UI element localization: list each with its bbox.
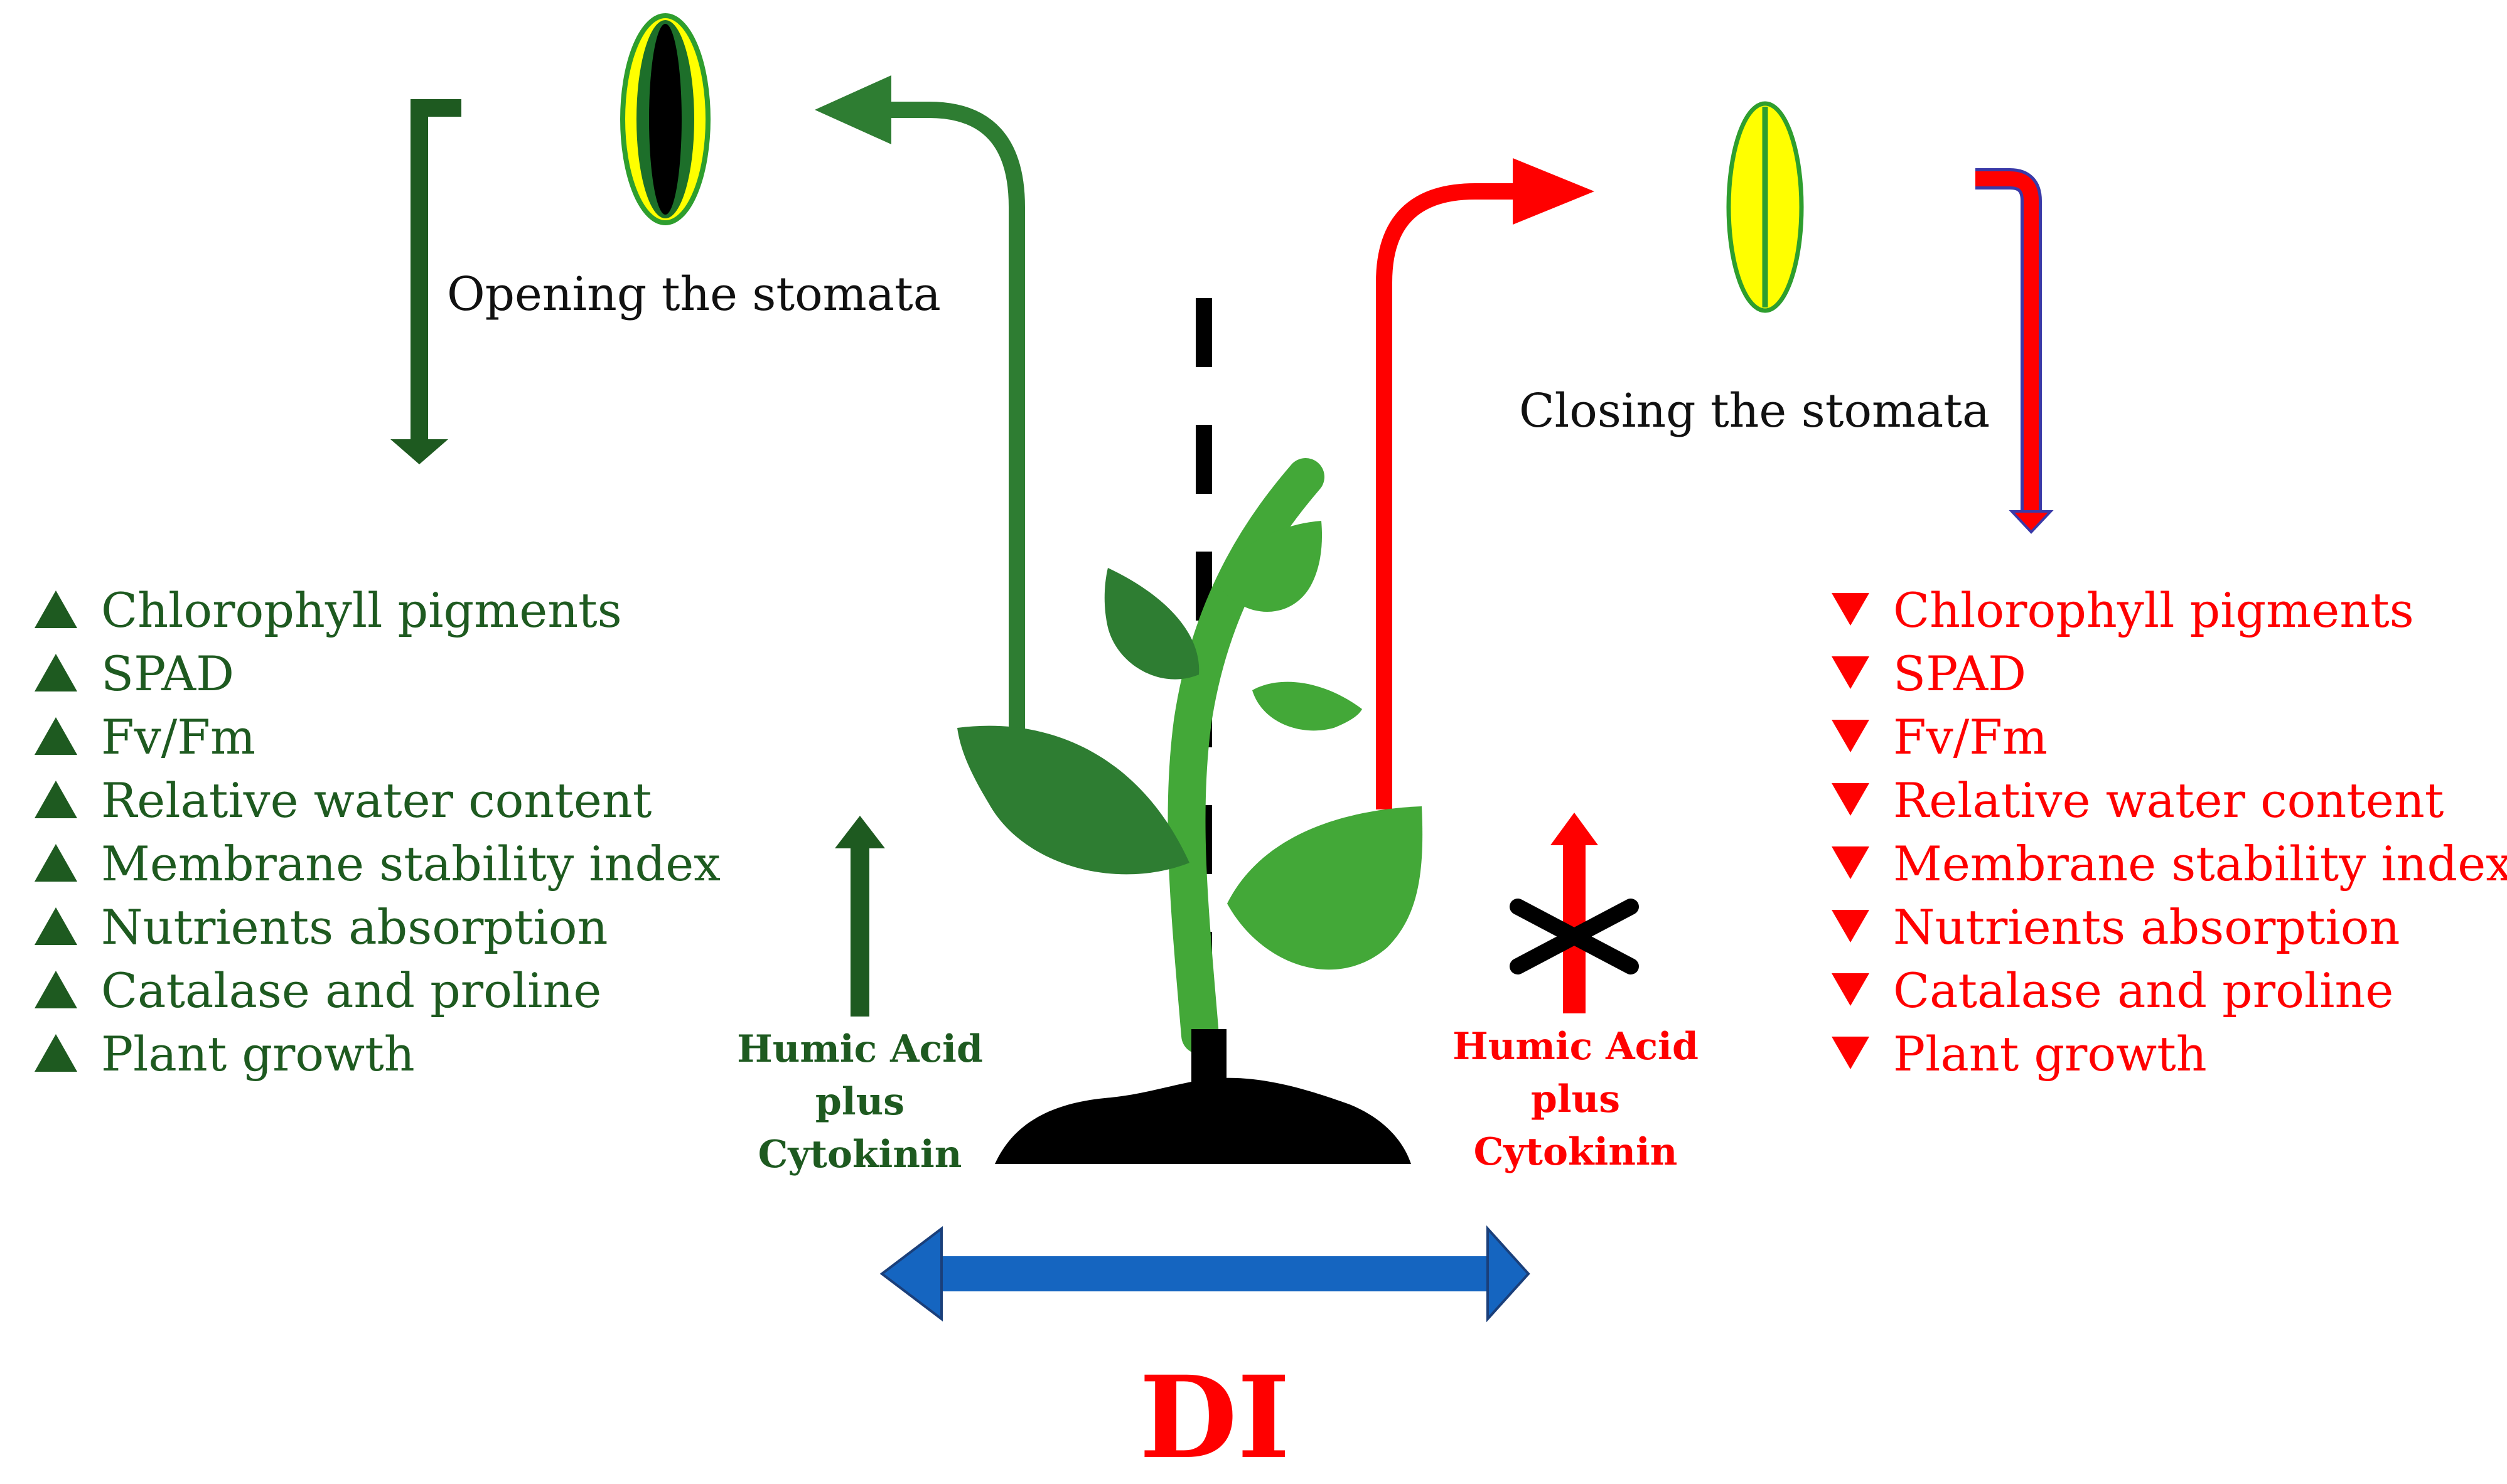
triangle-up-icon: [35, 907, 77, 945]
effect-label: Plant growth: [101, 1026, 415, 1082]
list-item: Membrane stability index: [1832, 832, 2507, 895]
list-item: Catalase and proline: [1832, 959, 2507, 1022]
triangle-up-icon: [35, 1034, 77, 1072]
triangle-down-icon: [1832, 1037, 1869, 1069]
red-upward-arrow: [1376, 158, 1594, 809]
triangle-up-icon: [35, 717, 77, 755]
triangle-up-icon: [35, 971, 77, 1008]
triangle-down-icon: [1832, 783, 1869, 816]
triangle-down-icon: [1832, 720, 1869, 752]
closing-stomata-label: Closing the stomata: [1519, 384, 1990, 438]
effect-label: Catalase and proline: [101, 963, 602, 1018]
effect-label: Fv/Fm: [101, 709, 256, 765]
list-item: Plant growth: [35, 1022, 721, 1086]
closed-stoma-icon: [1726, 101, 1804, 313]
list-item: Plant growth: [1832, 1022, 2507, 1086]
triangle-down-icon: [1832, 846, 1869, 879]
right-treatment-arrow: [1550, 813, 1598, 1013]
effect-label: Nutrients absorption: [1893, 899, 2400, 955]
right-treatment-label: Humic Acid plus Cytokinin: [1425, 1020, 1726, 1178]
effect-label: Relative water content: [1893, 772, 2444, 828]
effect-label: Catalase and proline: [1893, 963, 2394, 1018]
effect-label: SPAD: [101, 646, 235, 702]
list-item: Nutrients absorption: [1832, 895, 2507, 959]
triangle-up-icon: [35, 654, 77, 691]
cross-icon: [1510, 899, 1639, 974]
list-item: Catalase and proline: [35, 959, 721, 1022]
treatment-line: plus: [1530, 1077, 1621, 1121]
effect-label: Membrane stability index: [101, 836, 721, 892]
decrease-effects-list: Chlorophyll pigments SPAD Fv/Fm Relative…: [1832, 579, 2507, 1086]
list-item: Relative water content: [35, 769, 721, 832]
effect-label: Chlorophyll pigments: [1893, 582, 2414, 638]
list-item: Chlorophyll pigments: [35, 579, 721, 642]
list-item: SPAD: [35, 642, 721, 705]
triangle-up-icon: [35, 844, 77, 882]
list-item: Nutrients absorption: [35, 895, 721, 959]
treatment-line: Cytokinin: [758, 1133, 962, 1177]
triangle-up-icon: [35, 781, 77, 818]
triangle-down-icon: [1832, 656, 1869, 689]
open-stoma-icon: [620, 13, 711, 225]
increase-effects-list: Chlorophyll pigments SPAD Fv/Fm Relative…: [35, 579, 721, 1086]
green-upward-arrow: [815, 75, 1029, 753]
effect-label: Nutrients absorption: [101, 899, 608, 955]
list-item: SPAD: [1832, 642, 2507, 705]
plant-icon: [957, 458, 1423, 1164]
left-treatment-arrow: [835, 816, 885, 1017]
treatment-line: plus: [815, 1080, 905, 1124]
list-item: Relative water content: [1832, 769, 2507, 832]
effect-label: Relative water content: [101, 772, 652, 828]
triangle-down-icon: [1832, 973, 1869, 1006]
left-down-arrow: [390, 99, 461, 464]
triangle-up-icon: [35, 590, 77, 628]
effect-label: Chlorophyll pigments: [101, 582, 622, 638]
list-item: Chlorophyll pigments: [1832, 579, 2507, 642]
right-down-arrow: [1975, 168, 2054, 534]
list-item: Fv/Fm: [1832, 705, 2507, 769]
di-label: DI: [1139, 1352, 1291, 1484]
effect-label: Plant growth: [1893, 1026, 2207, 1082]
list-item: Fv/Fm: [35, 705, 721, 769]
bidirectional-arrow: [879, 1225, 1530, 1323]
triangle-down-icon: [1832, 910, 1869, 942]
effect-label: SPAD: [1893, 646, 2027, 702]
triangle-down-icon: [1832, 593, 1869, 626]
effect-label: Fv/Fm: [1893, 709, 2048, 765]
treatment-line: Cytokinin: [1473, 1130, 1678, 1174]
left-treatment-label: Humic Acid plus Cytokinin: [709, 1023, 1011, 1181]
list-item: Membrane stability index: [35, 832, 721, 895]
treatment-line: Humic Acid: [1452, 1025, 1699, 1069]
effect-label: Membrane stability index: [1893, 836, 2507, 892]
treatment-line: Humic Acid: [737, 1027, 983, 1071]
opening-stomata-label: Opening the stomata: [447, 267, 941, 321]
